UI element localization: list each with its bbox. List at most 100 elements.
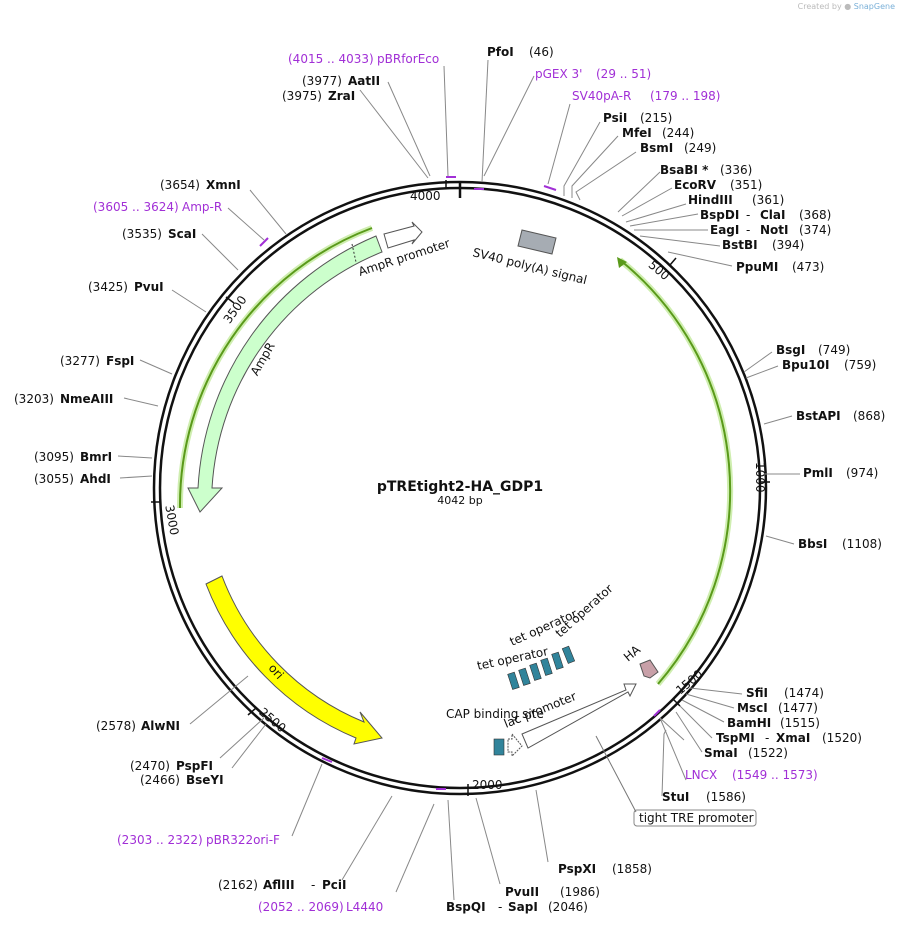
pos-PspFI: (2470)	[130, 759, 170, 773]
enzyme-XmaI: XmaI	[776, 731, 810, 745]
pos-PspXI: (1858)	[612, 862, 652, 876]
lac-promoter-feature[interactable]	[507, 732, 523, 758]
pos-SmaI: (1522)	[748, 746, 788, 760]
ha-feature[interactable]	[639, 659, 659, 679]
svg-text:-: -	[746, 208, 750, 222]
pos-BamHI: (1515)	[780, 716, 820, 730]
enzyme-AflIII: AflIII	[263, 878, 295, 892]
enzyme-SmaI: SmaI	[704, 746, 738, 760]
enzyme-PspXI: PspXI	[558, 862, 596, 876]
enzyme-HindIII: HindIII	[688, 193, 733, 207]
pos-EcoRV: (351)	[730, 178, 762, 192]
enzyme-BspQI: BspQI	[446, 900, 486, 914]
tick-1500: 1500	[673, 667, 705, 697]
enzyme-AlwNI: AlwNI	[141, 719, 180, 733]
tick-3000: 3000	[162, 504, 181, 537]
enzyme-MfeI: MfeI	[622, 126, 652, 140]
primer-Amp-R: Amp-R	[182, 200, 222, 214]
primer-range-pBR322ori-F: (2303 .. 2322)	[117, 833, 203, 847]
enzyme-BbsI: BbsI	[798, 537, 827, 551]
tre-leader	[595, 735, 637, 813]
primer-pBR322ori-F: pBR322ori-F	[206, 833, 280, 847]
tre-arrowhead	[617, 257, 627, 268]
pos-StuI: (1586)	[706, 790, 746, 804]
plasmid-name: pTREtight2-HA_GDP1	[377, 479, 543, 495]
snapgene-credit: Created by ● SnapGene	[798, 2, 895, 11]
enzyme-XmnI: XmnI	[206, 178, 241, 192]
pos-PfoI: (46)	[529, 45, 554, 59]
enzyme-EagI: EagI	[710, 223, 739, 237]
tick-2000: 2000	[472, 778, 503, 792]
enzyme-AatII: AatII	[348, 74, 380, 88]
pos-Bpu10I: (759)	[844, 358, 876, 372]
pos-AlwNI: (2578)	[96, 719, 136, 733]
enzyme-BstBI: BstBI	[722, 238, 758, 252]
cap-binding-site[interactable]	[493, 738, 505, 756]
tre-arc	[619, 259, 732, 685]
enzyme-PvuI: PvuI	[134, 280, 164, 294]
pos-BsaBI: (336)	[720, 163, 752, 177]
pos-PvuI: (3425)	[88, 280, 128, 294]
enzyme-PmlI: PmlI	[803, 466, 833, 480]
pos-AhdI: (3055)	[34, 472, 74, 486]
pos-BsmI: (249)	[684, 141, 716, 155]
enzyme-NotI: NotI	[760, 223, 789, 237]
enzyme-TspMI: TspMI	[716, 731, 755, 745]
pos-PmlI: (974)	[846, 466, 878, 480]
primer-SV40pA-R: SV40pA-R	[572, 89, 631, 103]
tick-1000: 1000	[753, 462, 767, 493]
pos-BstAPI: (868)	[853, 409, 885, 423]
snapgene-logo-icon: ●	[844, 2, 852, 11]
credit-prefix: Created by	[797, 2, 842, 11]
plasmid-length: 4042 bp	[437, 494, 482, 507]
enzyme-AhdI: AhdI	[80, 472, 111, 486]
pos-AatII: (3977)	[302, 74, 342, 88]
enzyme-BamHI: BamHI	[727, 716, 771, 730]
pos-ScaI: (3535)	[122, 227, 162, 241]
tick-marks	[151, 180, 770, 796]
enzyme-SapI: SapI	[508, 900, 538, 914]
pos-AflIII: (2162)	[218, 878, 258, 892]
leader-lines	[117, 59, 800, 901]
svg-text:-: -	[746, 223, 750, 237]
svg-text:-: -	[765, 731, 769, 745]
pos-EagI: (374)	[799, 223, 831, 237]
primer-labels: (4015 .. 4033) pBRforEco pGEX 3' (29 .. …	[93, 52, 818, 914]
primer-range-pGEX3: (29 .. 51)	[596, 67, 651, 81]
pos-TspMI: (1520)	[822, 731, 862, 745]
svg-text:-: -	[498, 900, 502, 914]
sv40-polya-feature[interactable]	[517, 229, 557, 255]
tet-operators	[507, 645, 576, 690]
pos-SfiI: (1474)	[784, 686, 824, 700]
primer-L4440: L4440	[346, 900, 383, 914]
sv40-label: SV40 poly(A) signal	[471, 245, 588, 287]
enzyme-labels: PfoI (46) PsiI (215) MfeI (244) BsmI (24…	[14, 45, 885, 914]
enzyme-Bpu10I: Bpu10I	[782, 358, 829, 372]
primer-range-L4440: (2052 .. 2069)	[258, 900, 344, 914]
pos-BbsI: (1108)	[842, 537, 882, 551]
enzyme-BsmI: BsmI	[640, 141, 673, 155]
pos-PvuII: (1986)	[560, 885, 600, 899]
pos-PsiI: (215)	[640, 111, 672, 125]
pos-BmrI: (3095)	[34, 450, 74, 464]
ampr-promoter-feature[interactable]	[383, 221, 423, 249]
tre-label-box	[633, 809, 757, 827]
tre-arrow-feature[interactable]	[521, 683, 637, 749]
credit-brand: SnapGene	[853, 2, 895, 11]
primer-pBRforEco: pBRforEco	[377, 52, 439, 66]
primer-LNCX: LNCX	[685, 768, 717, 782]
enzyme-ClaI: ClaI	[760, 208, 785, 222]
pos-PpuMI: (473)	[792, 260, 824, 274]
enzyme-BstAPI: BstAPI	[796, 409, 841, 423]
enzyme-BsgI: BsgI	[776, 343, 805, 357]
ori-feature[interactable]	[205, 575, 383, 745]
enzyme-MscI: MscI	[737, 701, 768, 715]
pos-BspDI: (368)	[799, 208, 831, 222]
ampr-feature[interactable]	[187, 235, 383, 513]
primer-range-LNCX: (1549 .. 1573)	[732, 768, 818, 782]
enzyme-SfiI: SfiI	[746, 686, 768, 700]
enzyme-ZraI: ZraI	[328, 89, 355, 103]
enzyme-EcoRV: EcoRV	[674, 178, 717, 192]
enzyme-PsiI: PsiI	[603, 111, 627, 125]
primer-range-Amp-R: (3605 .. 3624)	[93, 200, 179, 214]
